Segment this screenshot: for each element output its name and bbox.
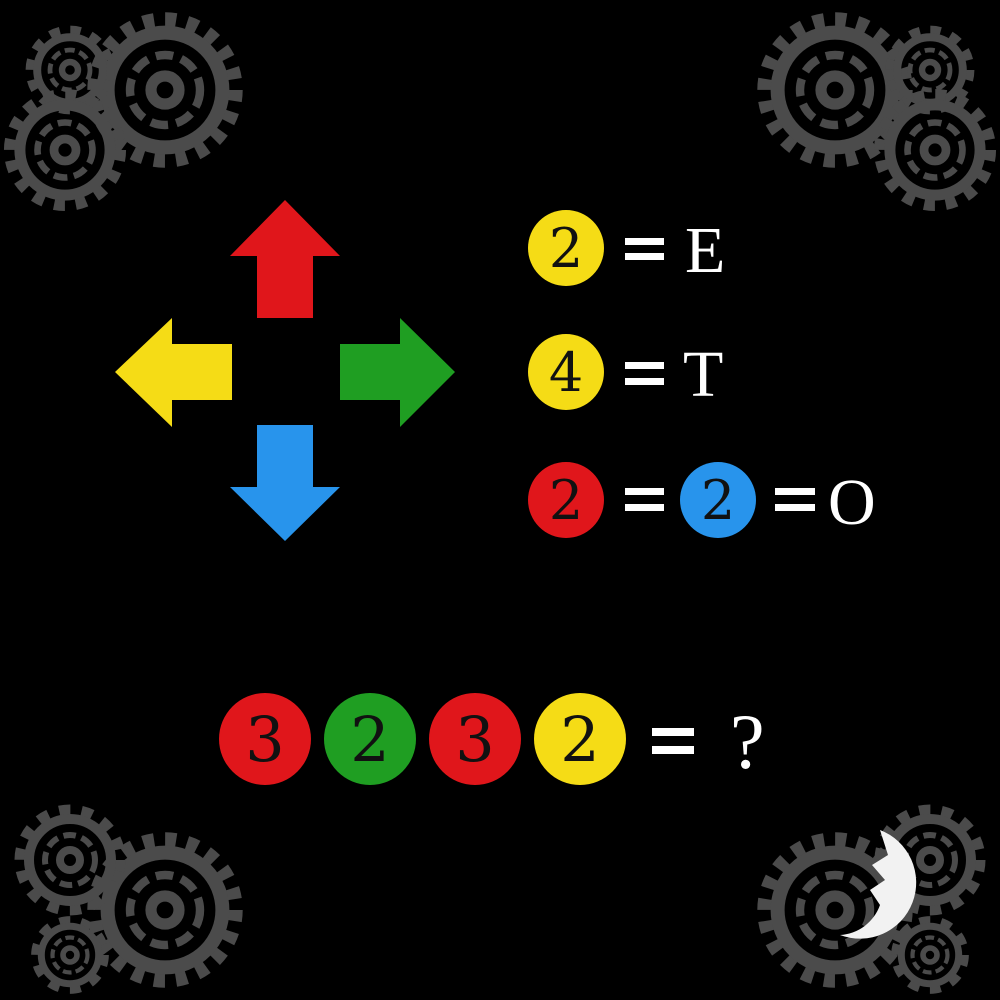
gear-icon [3,88,127,212]
clue-1-badge: 2 [528,210,604,286]
gear-icon [14,804,126,916]
equals-sign [625,362,664,369]
equals-sign [775,504,815,511]
clue-3-badge-blue: 2 [680,462,756,538]
gear-icon [87,12,243,168]
gear-icon [87,832,243,988]
clue-2-letter: T [683,338,724,411]
equals-sign [775,488,815,495]
arrow-left-yellow [115,318,232,427]
equals-sign [625,378,664,385]
arrow-down-blue [230,425,340,541]
equals-sign [625,253,664,260]
gear-icon [873,88,997,212]
equals-sign [625,238,664,245]
arrow-up-red [230,200,340,318]
clue-1-letter: E [685,214,726,287]
question-badge-4: 2 [534,693,626,785]
equals-sign [625,504,664,511]
equals-sign [652,728,694,736]
equals-sign [652,746,694,754]
clue-3-badge-red: 2 [528,462,604,538]
clue-2-badge: 4 [528,334,604,410]
question-badge-3: 3 [429,693,521,785]
equals-sign [625,488,664,495]
question-mark: ? [730,698,765,785]
question-badge-1: 3 [219,693,311,785]
clue-3-letter: O [828,466,876,539]
arrow-right-green [340,318,455,427]
gear-icon [31,916,109,994]
question-badge-2: 2 [324,693,416,785]
gear-icon [891,916,969,994]
